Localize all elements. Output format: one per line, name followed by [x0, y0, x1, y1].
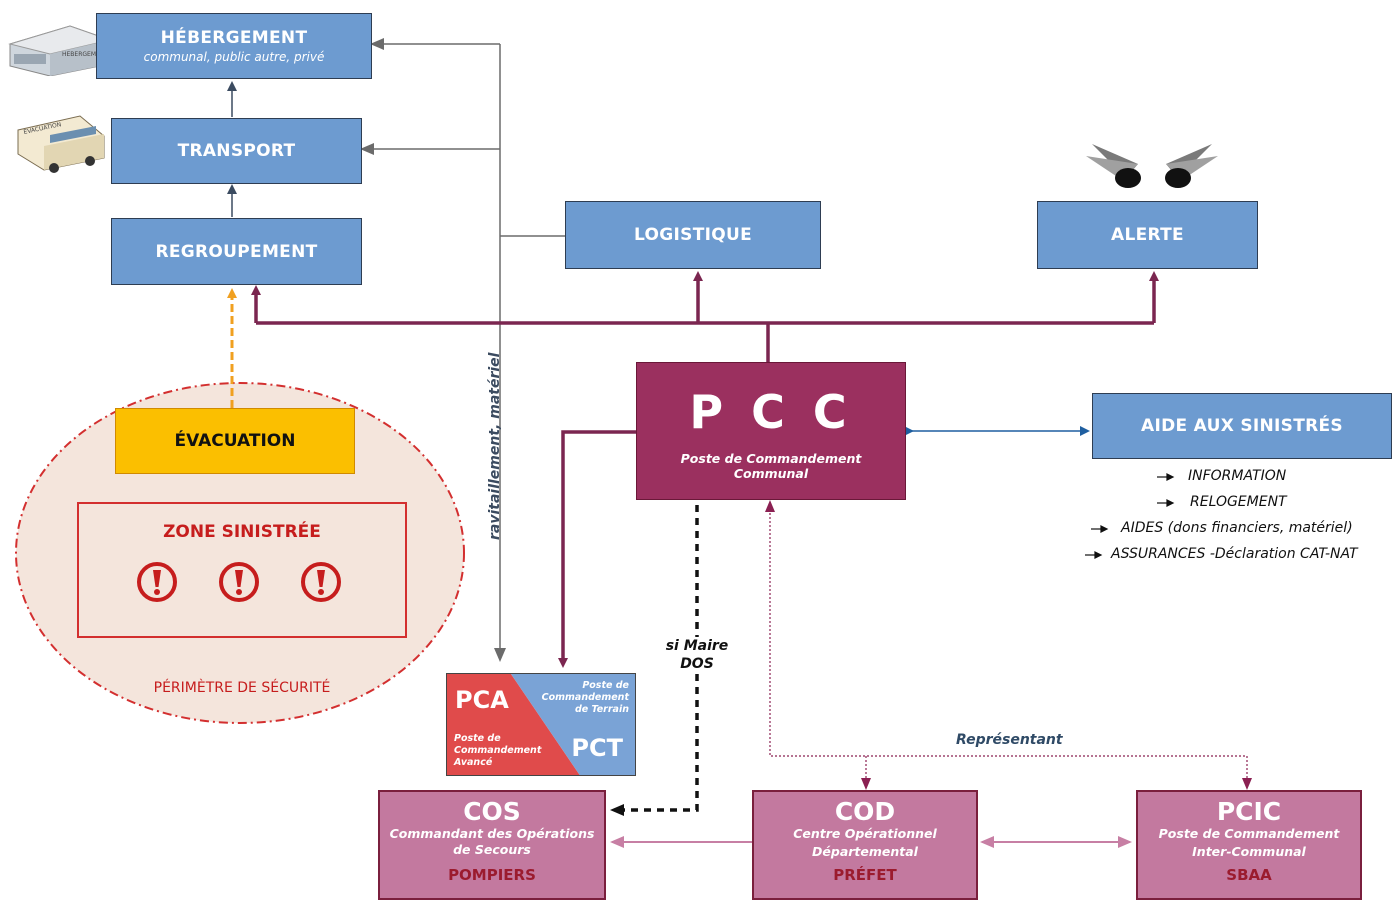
cos-sub-1: Commandant des Opérations — [389, 826, 595, 841]
exclamation-circle-icon — [219, 562, 259, 602]
hebergement-subtitle: communal, public autre, privé — [143, 50, 325, 64]
cod-sub-2: Départemental — [812, 844, 918, 859]
siren-icon — [1086, 144, 1218, 188]
aide-item-assurances: ASSURANCES -Déclaration CAT-NAT — [1111, 546, 1358, 562]
alerte-title: ALERTE — [1111, 225, 1184, 245]
aide-sinistres-box: AIDE AUX SINISTRÉS — [1092, 393, 1392, 459]
evacuation-title: ÉVACUATION — [174, 431, 296, 451]
logistique-box: LOGISTIQUE — [565, 201, 821, 269]
aide-sinistres-title: AIDE AUX SINISTRÉS — [1141, 416, 1343, 436]
aide-bullet-arrows — [1085, 473, 1175, 559]
pcc-title: P C C — [689, 385, 853, 439]
alerte-box: ALERTE — [1037, 201, 1258, 269]
pca-desc-1: Poste de — [454, 733, 501, 744]
logistique-title: LOGISTIQUE — [634, 225, 752, 245]
regroupement-title: REGROUPEMENT — [155, 241, 318, 262]
pcic-org: SBAA — [1226, 866, 1272, 884]
aide-item-relogement: RELOGEMENT — [1190, 494, 1287, 510]
pca-pct-box: PCA Poste de Commandement Avancé Poste d… — [446, 673, 636, 776]
pca-pct-diagonal — [447, 674, 635, 775]
perimetre-label: PÉRIMÈTRE DE SÉCURITÉ — [153, 680, 331, 696]
pcc-subtitle-1: Poste de Commandement — [680, 451, 862, 466]
cos-sub-2: de Secours — [453, 842, 531, 857]
zone-sinistree-title: ZONE SINISTRÉE — [163, 522, 321, 542]
svg-text:HEBERGEMENT: HEBERGEMENT — [62, 51, 108, 58]
si-maire-line1: si Maire — [665, 638, 729, 654]
cod-title: COD — [834, 797, 896, 826]
hebergement-title: HÉBERGEMENT — [160, 28, 308, 48]
bus-icon: EVACUATION — [17, 115, 105, 173]
cos-box: COS Commandant des Opérations de Secours… — [378, 790, 606, 900]
exclamation-circle-icon — [137, 562, 177, 602]
cod-org: PRÉFET — [833, 866, 897, 884]
pca-desc-2: Commandement — [454, 745, 542, 756]
transport-title: TRANSPORT — [177, 141, 296, 161]
pct-desc-1: Poste de — [582, 680, 629, 691]
representant-label: Représentant — [956, 732, 1063, 748]
zone-sinistree-box: ZONE SINISTRÉE — [77, 502, 407, 638]
evacuation-box: ÉVACUATION — [115, 408, 355, 474]
cos-org: POMPIERS — [448, 866, 536, 884]
pcic-title: PCIC — [1216, 797, 1282, 826]
pca-desc-3: Avancé — [454, 757, 493, 768]
pcic-sub-1: Poste de Commandement — [1158, 826, 1340, 841]
transport-box: TRANSPORT — [111, 118, 362, 184]
aide-item-information: INFORMATION — [1188, 468, 1287, 484]
cod-box: COD Centre Opérationnel Départemental PR… — [752, 790, 978, 900]
cod-sub-1: Centre Opérationnel — [793, 826, 937, 841]
ravitaillement-label: ravitaillement, matériel — [487, 352, 503, 540]
hebergement-box: HÉBERGEMENT communal, public autre, priv… — [96, 13, 372, 79]
building-icon: HEBERGEMENT — [8, 25, 112, 76]
pct-desc-2: Commandement — [541, 692, 629, 703]
si-maire-line2: DOS — [680, 656, 714, 672]
pcc-subtitle-2: Communal — [733, 466, 809, 481]
pca-title: PCA — [455, 686, 509, 714]
pca-description: Poste de Commandement Avancé — [454, 733, 541, 769]
exclamation-circle-icon — [301, 562, 341, 602]
pct-desc-3: de Terrain — [574, 704, 629, 715]
regroupement-box: REGROUPEMENT — [111, 218, 362, 285]
cos-title: COS — [463, 797, 521, 826]
pcic-box: PCIC Poste de Commandement Inter-Communa… — [1136, 790, 1362, 900]
pct-description: Poste de Commandement de Terrain — [542, 680, 629, 716]
si-maire-dos-label: si Maire DOS — [652, 637, 742, 673]
aide-item-aides: AIDES (dons financiers, matériel) — [1121, 520, 1353, 536]
pcic-sub-2: Inter-Communal — [1192, 844, 1306, 859]
pcc-box: P C C Poste de Commandement Communal — [636, 362, 906, 500]
pct-title: PCT — [571, 734, 623, 762]
